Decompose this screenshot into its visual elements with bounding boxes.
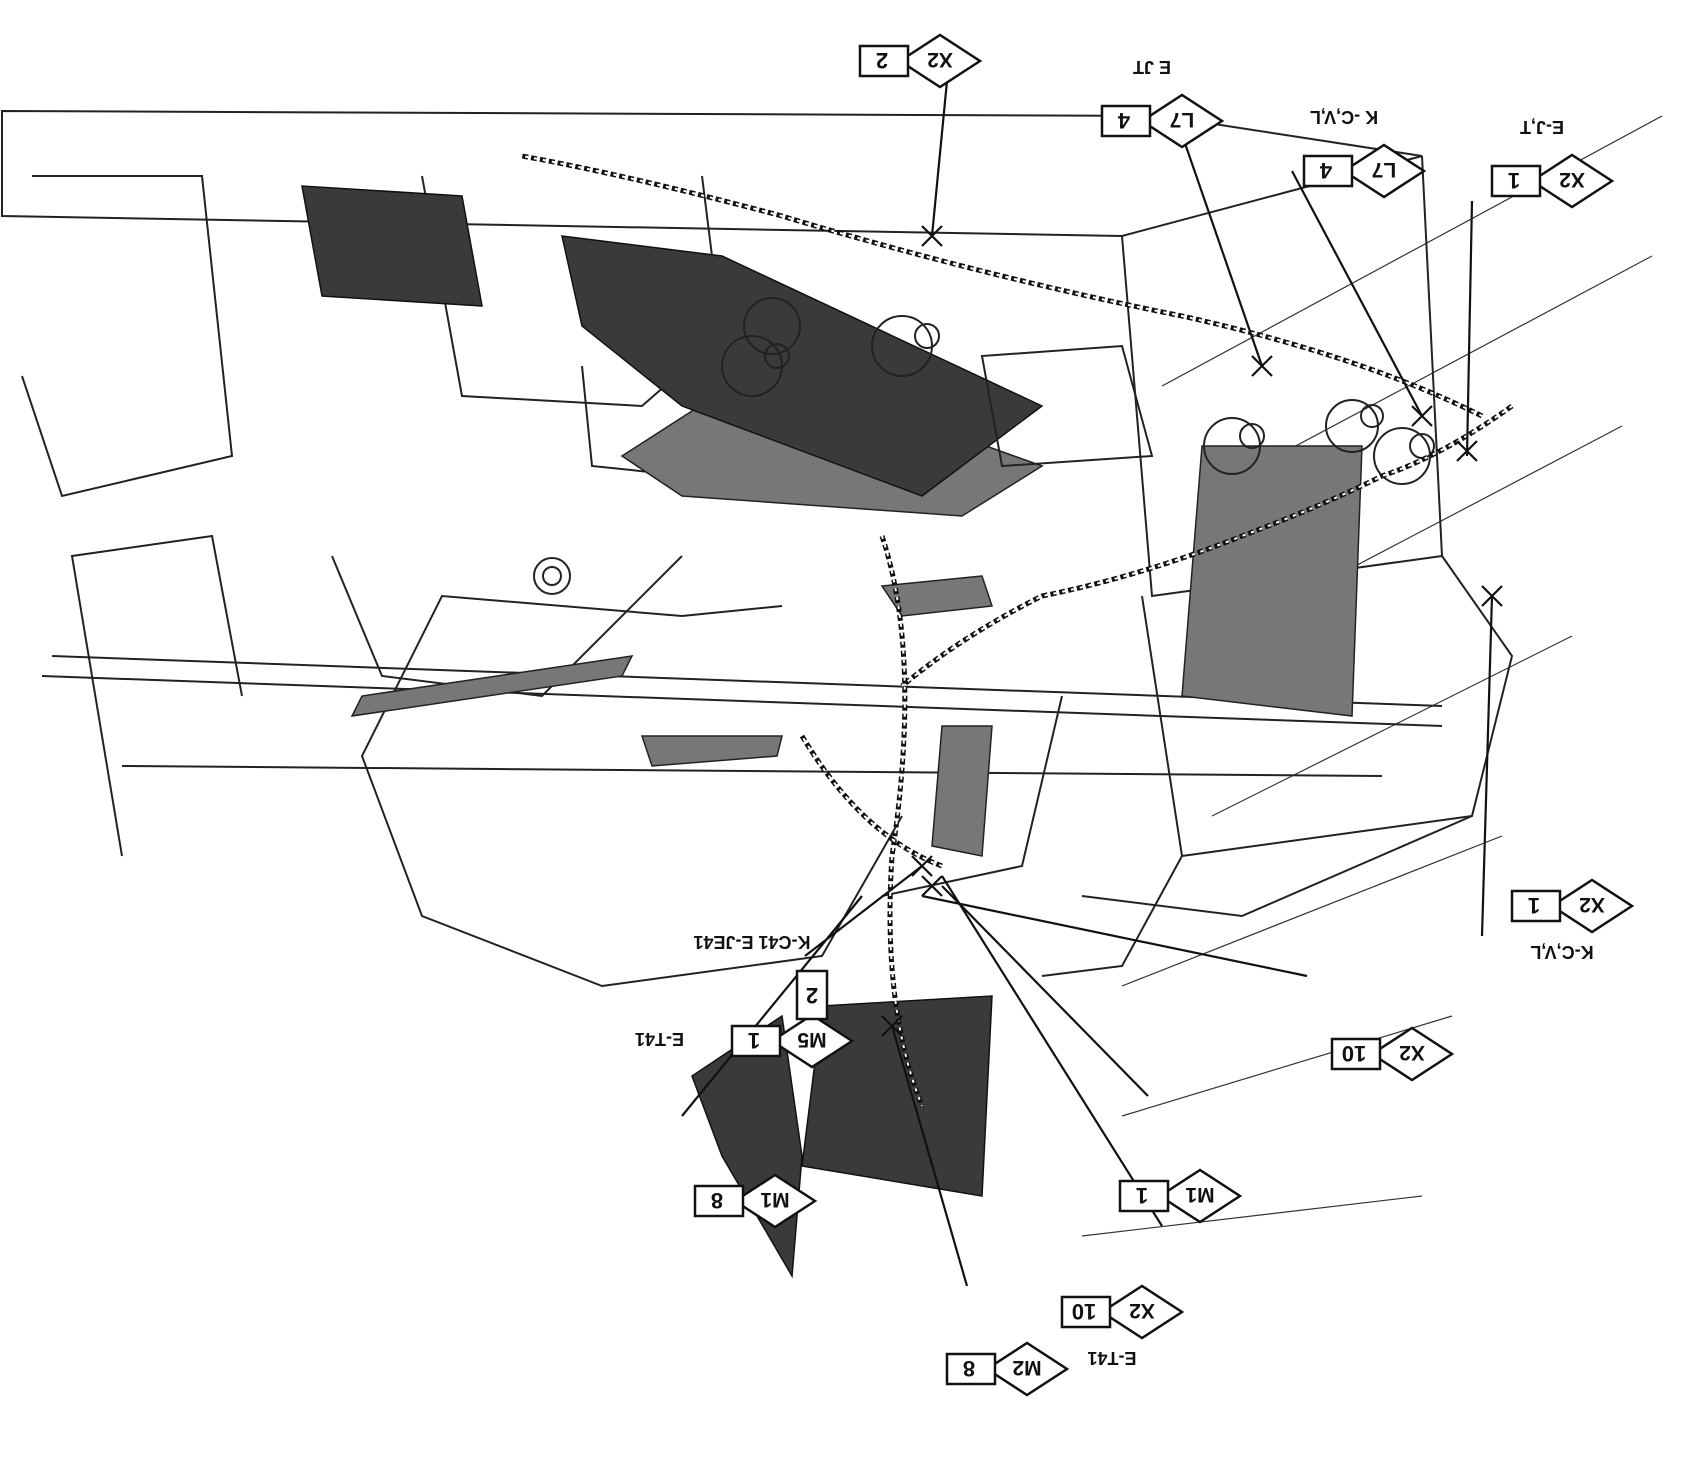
switch-knob: [1325, 399, 1384, 453]
shaded-panel-left: [1181, 445, 1363, 717]
callout-x2-2: X2 2: [858, 33, 983, 89]
switch-knob: [533, 557, 571, 595]
callout-diamond-label: X2: [1579, 893, 1605, 916]
wiring-harness: [521, 153, 1514, 1107]
callout-box-label: 1: [1528, 893, 1540, 918]
callout-diamond-label: L7: [1170, 108, 1195, 131]
callout-reference: E JT: [1133, 57, 1171, 77]
switch-knob: [721, 335, 790, 397]
leader-lines: [681, 80, 1494, 1287]
callout-reference: E-T41: [635, 1029, 684, 1049]
access-cover: [980, 344, 1154, 468]
callout-box-label: 10: [1342, 1041, 1366, 1066]
callout-box-label: 4: [1319, 158, 1332, 183]
callout-diamond-label: X2: [1399, 1041, 1425, 1064]
callout-box-label: 8: [963, 1356, 975, 1381]
callout-l7-4-b: L7 4 K -C,V,L: [1302, 107, 1427, 199]
callout-x2-10-a: X2 10: [1330, 1026, 1455, 1082]
switch-cluster: [533, 297, 1435, 595]
callout-diamond-label: M1: [1185, 1183, 1214, 1206]
dark-knee-panel: [561, 235, 1044, 497]
callout-l7-4-a: L7 4 E JT: [1100, 57, 1225, 149]
callout-m5: M5 1 2 E-T41 K-C41 E-JE41: [635, 932, 855, 1069]
callout-m1-8: M1 8: [693, 1173, 818, 1229]
callout-sub-box-label: 2: [806, 983, 818, 1008]
switch-knob: [743, 297, 801, 355]
callout-x2-1-a: X2 1 E-J,T: [1490, 117, 1615, 209]
callout-reference: E-T41: [1087, 1348, 1136, 1368]
shaded-block: [931, 725, 993, 857]
callout-m1-1: M1 1: [1118, 1168, 1243, 1224]
harness-tie-marks: [881, 225, 1503, 1037]
callout-box-label: 10: [1072, 1299, 1096, 1324]
dark-glovebox-panel: [301, 185, 483, 307]
callout-diamond-label: X2: [927, 48, 953, 71]
callout-m2-8: M2 8: [945, 1341, 1070, 1397]
switch-knob: [871, 315, 940, 377]
callout-reference-secondary: K-C41 E-JE41: [693, 932, 810, 952]
callout-box-label: 1: [1508, 168, 1520, 193]
callout-box-label: 4: [1117, 108, 1130, 133]
callout-diamond-label: L7: [1372, 158, 1397, 181]
callout-reference: K-C,V,L: [1530, 942, 1593, 962]
callout-diamond-label: M2: [1012, 1356, 1041, 1379]
callout-diamond-label: M1: [760, 1188, 789, 1211]
callout-box-label: 1: [1136, 1183, 1148, 1208]
shaded-strip-mid: [350, 655, 634, 717]
callout-diamond-label: X2: [1129, 1299, 1155, 1322]
callout-box-label: 2: [876, 48, 888, 73]
shaded-strip-lower: [640, 735, 783, 767]
callout-reference: E-J,T: [1520, 117, 1564, 137]
callout-box-label: 1: [748, 1028, 760, 1053]
callout-x2-10-b: X2 10 E-T41: [1060, 1284, 1185, 1368]
callout-diamond-label: M5: [797, 1028, 826, 1051]
callout-reference: K -C,V,L: [1310, 107, 1378, 127]
callout-box-label: 8: [711, 1188, 723, 1213]
callout-x2-1-b: X2 1 K-C,V,L: [1510, 878, 1635, 962]
callout-diamond-label: X2: [1559, 168, 1585, 191]
cabin-outline: [1, 109, 1663, 1279]
switch-knob: [1203, 417, 1265, 475]
